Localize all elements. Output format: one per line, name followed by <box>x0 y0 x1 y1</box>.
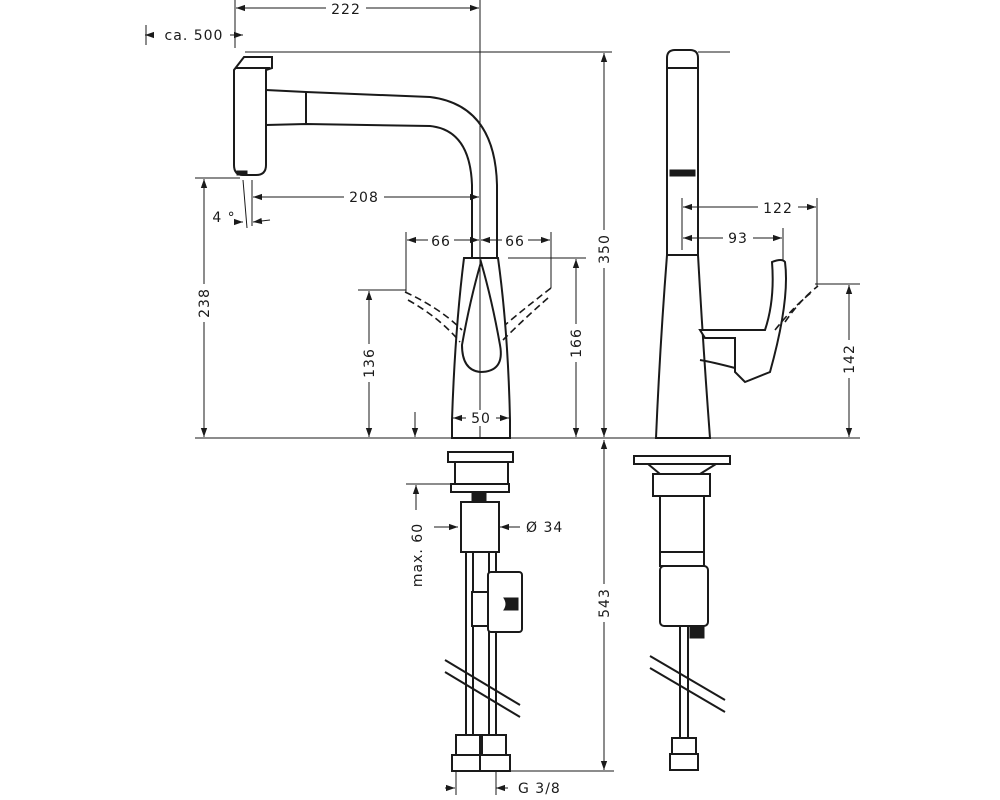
aerator <box>236 170 248 176</box>
side-view <box>633 49 819 771</box>
mounting-nut <box>454 461 509 485</box>
label-lever-left: 66 <box>431 234 451 250</box>
label-spray-angle: 4 ° <box>212 210 235 226</box>
dimension-labels: 222 ca. 500 208 4 ° 66 66 238 136 166 50… <box>160 0 858 797</box>
threaded-stud <box>471 491 487 503</box>
label-lever-right: 66 <box>505 234 525 250</box>
side-lever-position <box>784 285 819 323</box>
label-side-lever-height: 142 <box>842 344 858 374</box>
side-mounting-plate <box>633 455 731 465</box>
label-side-reach-outer: 122 <box>763 201 793 217</box>
fitting-right <box>481 734 507 756</box>
label-outlet-height: 238 <box>197 288 213 318</box>
fitting-left <box>455 734 481 756</box>
spout-arm-top <box>265 89 498 260</box>
shank <box>460 501 500 553</box>
label-aerator-reach: 208 <box>349 190 379 206</box>
break-mark <box>444 659 521 706</box>
side-body <box>654 254 712 439</box>
label-connection-thread: G 3/8 <box>518 781 561 797</box>
side-check-valve <box>659 565 709 627</box>
spray-head <box>233 56 273 176</box>
label-lever-height: 136 <box>362 348 378 378</box>
lever-position-left <box>404 291 463 331</box>
side-shank <box>659 495 705 553</box>
label-base-diameter: 50 <box>471 411 491 427</box>
label-max-deck-thickness: max. 60 <box>410 523 426 587</box>
label-total-height: 350 <box>597 234 613 264</box>
label-hose-length: 543 <box>597 588 613 618</box>
front-view <box>195 56 860 772</box>
label-body-height: 166 <box>569 328 585 358</box>
label-spout-reach: 222 <box>331 2 361 18</box>
label-shank-diameter: Ø 34 <box>526 520 563 536</box>
label-side-reach-inner: 93 <box>728 231 748 247</box>
side-lever <box>698 259 787 384</box>
side-spout-head <box>666 49 699 256</box>
spout-arm-bottom <box>265 122 473 258</box>
label-hose-extension: ca. 500 <box>165 28 224 44</box>
lever-position-right <box>504 287 552 326</box>
hose-connector <box>471 591 489 627</box>
mounting-plate <box>447 451 514 463</box>
